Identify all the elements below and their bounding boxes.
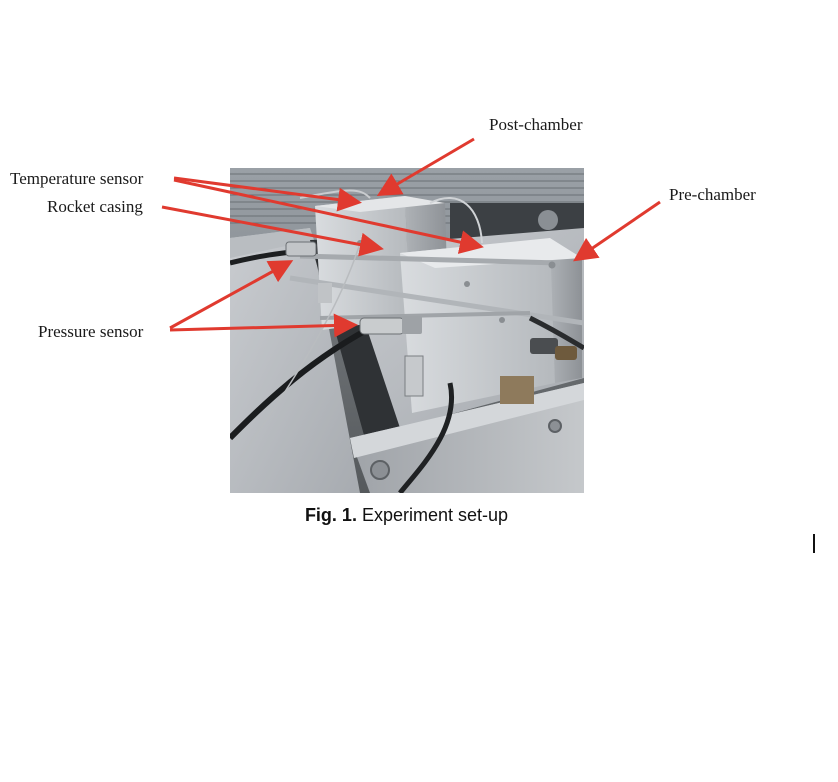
figure-number: Fig. 1.	[304, 505, 357, 525]
pre-chamber-arrow	[573, 200, 661, 262]
temperature-sensor-label: Temperature sensor	[10, 169, 144, 188]
pressure-sensor-label: Pressure sensor	[38, 322, 144, 341]
text-cursor	[813, 534, 815, 553]
rocket-casing-label: Rocket casing	[47, 197, 143, 216]
experiment-photo	[230, 168, 584, 493]
post-chamber-label: Post-chamber	[489, 115, 583, 134]
figure-caption-text: Experiment set-up	[361, 505, 509, 525]
pre-chamber-label: Pre-chamber	[669, 185, 756, 204]
figure-caption: Fig. 1. Experiment set-up	[0, 505, 813, 526]
